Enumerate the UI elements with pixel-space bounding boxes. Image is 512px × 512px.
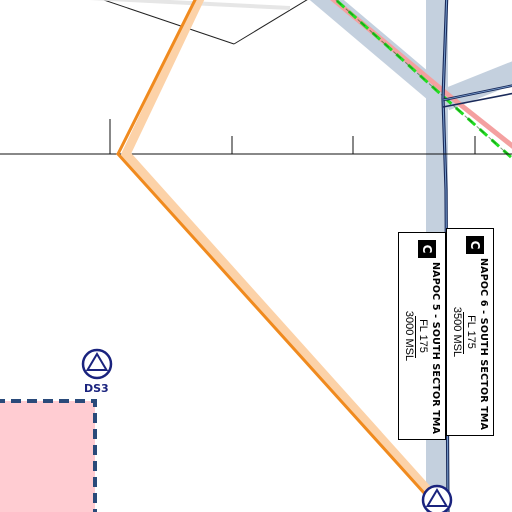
boundary-top-left	[102, 0, 235, 45]
airspace-label-napoc-6[interactable]: C NAPOC 6 - SOUTH SECTOR TMA FL 175 3500…	[446, 228, 494, 436]
airspace-limit-divider	[463, 312, 464, 354]
waypoint-ds3-icon[interactable]	[81, 348, 113, 380]
airspace-label-content: C NAPOC 5 - SOUTH SECTOR TMA FL 175 3000…	[400, 236, 444, 436]
faint-top-line	[89, 0, 291, 10]
restricted-area-fill	[0, 401, 95, 512]
airspace-name: NAPOC 6 - SOUTH SECTOR TMA	[478, 258, 489, 431]
restricted-area[interactable]	[0, 399, 97, 512]
airspace-label-napoc-5[interactable]: C NAPOC 5 - SOUTH SECTOR TMA FL 175 3000…	[398, 232, 446, 440]
orange-route-line	[116, 0, 436, 506]
waypoint-ds3-label: DS3	[84, 382, 109, 395]
route-northeast-b	[442, 92, 512, 108]
orange-route	[116, 0, 446, 510]
orange-route-halo	[120, 0, 446, 510]
route-northeast-core	[442, 85, 512, 101]
airspace-limit-divider	[415, 316, 416, 358]
restricted-area-border	[0, 399, 97, 512]
airspace-upper-limit: FL 175	[417, 319, 429, 353]
airspace-upper-limit: FL 175	[465, 315, 477, 349]
thin-boundaries	[0, 0, 512, 155]
green-dashed-boundary-inner	[335, 0, 512, 159]
waypoint-bottom-icon[interactable]	[421, 484, 453, 512]
corridor-northwest	[309, 0, 453, 109]
airspace-lower-limit: 3500 MSL	[451, 306, 463, 358]
airspace-name: NAPOC 5 - SOUTH SECTOR TMA	[430, 262, 441, 435]
corridor-northeast	[440, 61, 512, 111]
airspace-label-content: C NAPOC 6 - SOUTH SECTOR TMA FL 175 3500…	[448, 232, 492, 432]
airspace-lower-limit: 3000 MSL	[403, 310, 415, 362]
boundary-top-mid	[233, 0, 308, 45]
